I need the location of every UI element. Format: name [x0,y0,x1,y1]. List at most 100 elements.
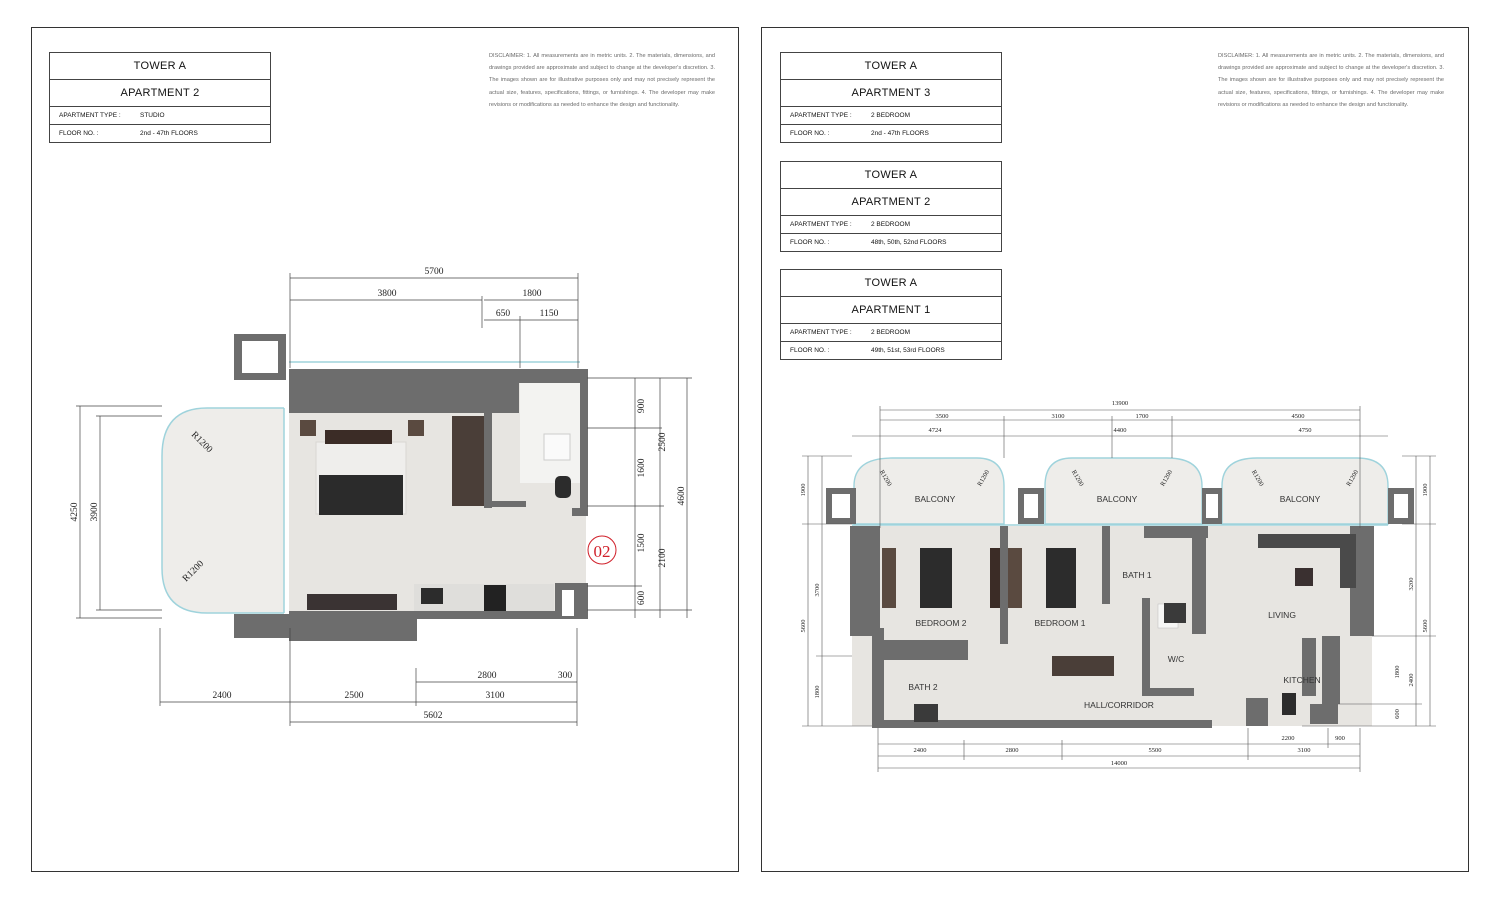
column-bottom-left [234,614,289,638]
dim-bottom-c: 2400 [213,691,232,701]
dim-top-g: 4750 [1299,427,1312,434]
dim-top-c: 650 [496,309,511,319]
dim-top-b: 1800 [523,289,542,299]
apartment-type-label: APARTMENT TYPE : [790,221,852,228]
dim-top-a: 3800 [378,289,397,299]
dim-bottom-d: 2800 [1006,747,1019,754]
dim-top-c: 1700 [1136,413,1149,420]
studio-floorplan: 02 [70,267,692,726]
dim-right-1: 1900 [1422,484,1429,497]
disclaimer-text: DISCLAIMER: 1. All measurements are in m… [1218,53,1444,108]
dim-right-7: 4600 [677,486,687,505]
dim-right-2: 1600 [637,458,647,477]
floor-no-value: 49th, 51st, 53rd FLOORS [871,347,945,354]
apartment-1-title-box: TOWER A APARTMENT 1 APARTMENT TYPE :2 BE… [780,269,1002,360]
bath-2-label: BATH 2 [908,682,937,692]
dim-right-3: 5600 [1422,620,1429,633]
dim-top-d: 1150 [540,309,559,319]
dim-left-1: 1900 [800,484,807,497]
dim-bottom-f: 3100 [1298,747,1311,754]
balcony-outline [161,407,284,614]
apartment-type-label: APARTMENT TYPE : [59,112,121,119]
floor-no-label: FLOOR NO. : [59,130,99,137]
dim-right-4: 1800 [1394,666,1401,679]
dim-top-d: 4500 [1292,413,1305,420]
balcony-3 [1221,457,1389,525]
apartment-title-box: TOWER A APARTMENT 2 APARTMENT TYPE : STUD… [49,52,271,143]
dim-left-2: 3700 [814,584,821,597]
dim-right-5: 2500 [658,432,668,451]
tower-label: TOWER A [781,162,1001,189]
west-wall [850,526,880,636]
two-bedroom-floorplan: BALCONY BALCONY BALCONY BEDROOM 2 BEDROO… [800,400,1436,772]
dim-right-3: 1500 [637,533,647,552]
dim-left-2: 3900 [90,502,100,521]
dim-bottom-e: 3100 [486,691,505,701]
apartment-label: APARTMENT 2 [50,80,270,107]
dim-left-1: 4250 [70,502,80,521]
tower-label: TOWER A [50,53,270,80]
dim-right-4: 600 [637,591,647,606]
floor-no-label: FLOOR NO. : [790,239,830,246]
dim-right-2: 3200 [1408,578,1415,591]
apartment-type-value: 2 BEDROOM [871,112,911,119]
bottom-wall [289,611,417,641]
apartment-type-label: APARTMENT TYPE : [790,112,852,119]
balcony-2-label: BALCONY [1097,494,1138,504]
apartment-2-title-box: TOWER A APARTMENT 2 APARTMENT TYPE : 2 BE… [780,161,1002,252]
dim-top-b: 3100 [1052,413,1065,420]
apartment-label: APARTMENT 3 [781,80,1001,107]
balcony-3-label: BALCONY [1280,494,1321,504]
sofa [307,594,397,610]
dim-right-6: 600 [1394,709,1401,719]
dim-bottom-e: 5500 [1149,747,1162,754]
kitchen-label: KITCHEN [1283,675,1320,685]
floor-no-value: 2nd - 47th FLOORS [140,130,198,137]
bath-wall [484,413,492,508]
unit-marker-circle [587,535,617,565]
floor-no-label: FLOOR NO. : [790,130,830,137]
dim-bottom-a: 2200 [1282,735,1295,742]
dim-bottom-a: 2800 [478,671,497,681]
apartment-type-value: 2 BEDROOM [871,329,911,336]
dim-bottom-total: 14000 [1111,760,1127,767]
bath-1-label: BATH 1 [1122,570,1151,580]
bedroom-2-label: BEDROOM 2 [915,618,966,628]
living-label: LIVING [1268,610,1296,620]
tower-label: TOWER A [781,270,1001,297]
floor-no-value: 2nd - 47th FLOORS [871,130,929,137]
bedroom-1-label: BEDROOM 1 [1034,618,1085,628]
balcony-1 [853,457,1005,525]
tower-label: TOWER A [781,53,1001,80]
apartment-label: APARTMENT 2 [781,189,1001,216]
apartment-3-title-box: TOWER A APARTMENT 3 APARTMENT TYPE : 2 BE… [780,52,1002,143]
apartment-type-value: STUDIO [140,112,165,119]
dim-right-6: 2100 [658,548,668,567]
dim-bottom-total: 5602 [424,711,443,721]
dim-right-5: 2400 [1408,674,1415,687]
bed-2 [920,548,952,608]
disclaimer-text: DISCLAIMER: 1. All measurements are in m… [489,53,715,108]
right-floorplan-sheet: TOWER A APARTMENT 3 APARTMENT TYPE : 2 BE… [761,27,1469,872]
dim-top-total: 13900 [1112,400,1128,407]
dim-bottom-d: 2500 [345,691,364,701]
wc-label: W/C [1168,654,1185,664]
bed-1 [1046,548,1076,608]
dim-top-a: 3500 [936,413,949,420]
hall-corridor-label: HALL/CORRIDOR [1084,700,1154,710]
balcony-2 [1044,457,1203,525]
floor-no-label: FLOOR NO. : [790,347,830,354]
apartment-type-value: 2 BEDROOM [871,221,911,228]
south-wall [872,720,1212,728]
dim-left-4: 1800 [814,686,821,699]
floor-no-value: 48th, 50th, 52nd FLOORS [871,239,947,246]
balcony-1-label: BALCONY [915,494,956,504]
dim-left-3: 5600 [800,620,807,633]
sofa [1258,534,1354,548]
dim-bottom-b: 300 [558,671,573,681]
left-floorplan-sheet: TOWER A APARTMENT 2 APARTMENT TYPE : STUD… [31,27,739,872]
apartment-label: APARTMENT 1 [781,297,1001,324]
dim-top-f: 4400 [1114,427,1127,434]
dim-top-total: 5700 [425,267,444,277]
unit-marker-label: 02 [594,542,611,561]
